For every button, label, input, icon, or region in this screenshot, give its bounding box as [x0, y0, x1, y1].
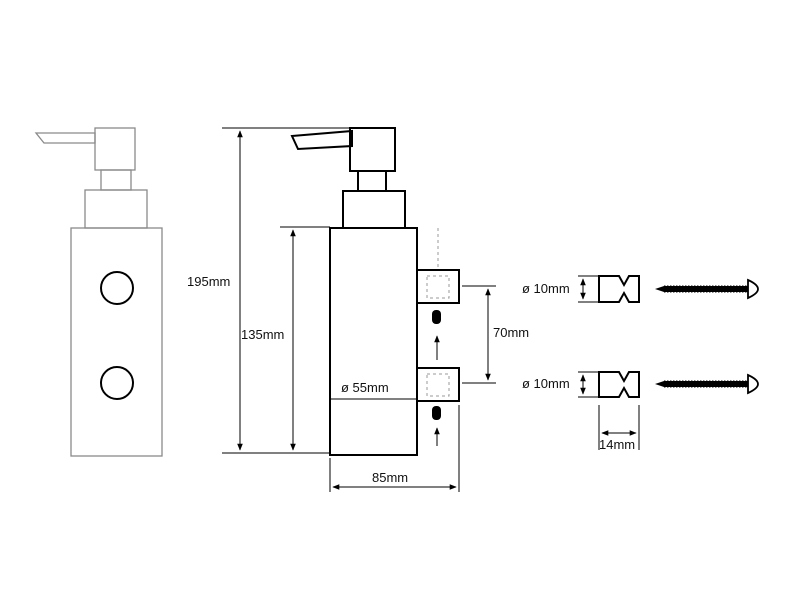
- dimension-bracket-spacing: 70mm: [462, 285, 529, 384]
- lower-fixing-set: ø 10mm: [522, 371, 759, 398]
- side-view-body: [329, 227, 418, 456]
- dimension-body-height: 135mm: [241, 226, 330, 451]
- front-view-body: [70, 227, 163, 457]
- side-view-collar: [342, 190, 406, 229]
- front-view-nozzle: [34, 132, 96, 144]
- front-view-upper-button: [100, 271, 134, 305]
- dimension-plug-length: 14mm: [598, 405, 640, 452]
- side-view-pump-head: [349, 127, 396, 172]
- dimension-overall-height: 195mm: [187, 127, 380, 454]
- overall-height-label: 195mm: [187, 274, 230, 289]
- upper-screw: [655, 278, 759, 300]
- front-view-lower-button: [100, 366, 134, 400]
- upper-fixing-set: ø 10mm: [522, 275, 759, 303]
- lower-wall-plug: [598, 371, 640, 398]
- body-height-label: 135mm: [241, 327, 284, 342]
- bracket-spacing-label: 70mm: [493, 325, 529, 340]
- plug-diameter-top-label: ø 10mm: [522, 281, 570, 296]
- front-view-pump-stem: [100, 169, 132, 191]
- plug-diameter-bottom-label: ø 10mm: [522, 376, 570, 391]
- diameter-label: ø 55mm: [341, 380, 389, 395]
- upper-wall-plug: [598, 275, 640, 303]
- plug-length-label: 14mm: [599, 437, 635, 452]
- front-view-pump-head: [94, 127, 136, 171]
- lower-fixing-plug: [432, 406, 441, 420]
- dimension-diameter: ø 55mm: [341, 380, 389, 395]
- side-view-nozzle: [290, 129, 353, 151]
- front-view: [34, 127, 163, 457]
- dimension-width: 85mm: [329, 405, 460, 492]
- width-label: 85mm: [372, 470, 408, 485]
- side-view-pump-stem: [357, 170, 387, 192]
- lower-screw: [655, 373, 759, 395]
- side-view: [290, 127, 460, 456]
- front-view-collar: [84, 189, 148, 229]
- lower-wall-bracket: [416, 367, 460, 402]
- upper-wall-bracket: [416, 269, 460, 304]
- upper-fixing-plug: [432, 310, 441, 324]
